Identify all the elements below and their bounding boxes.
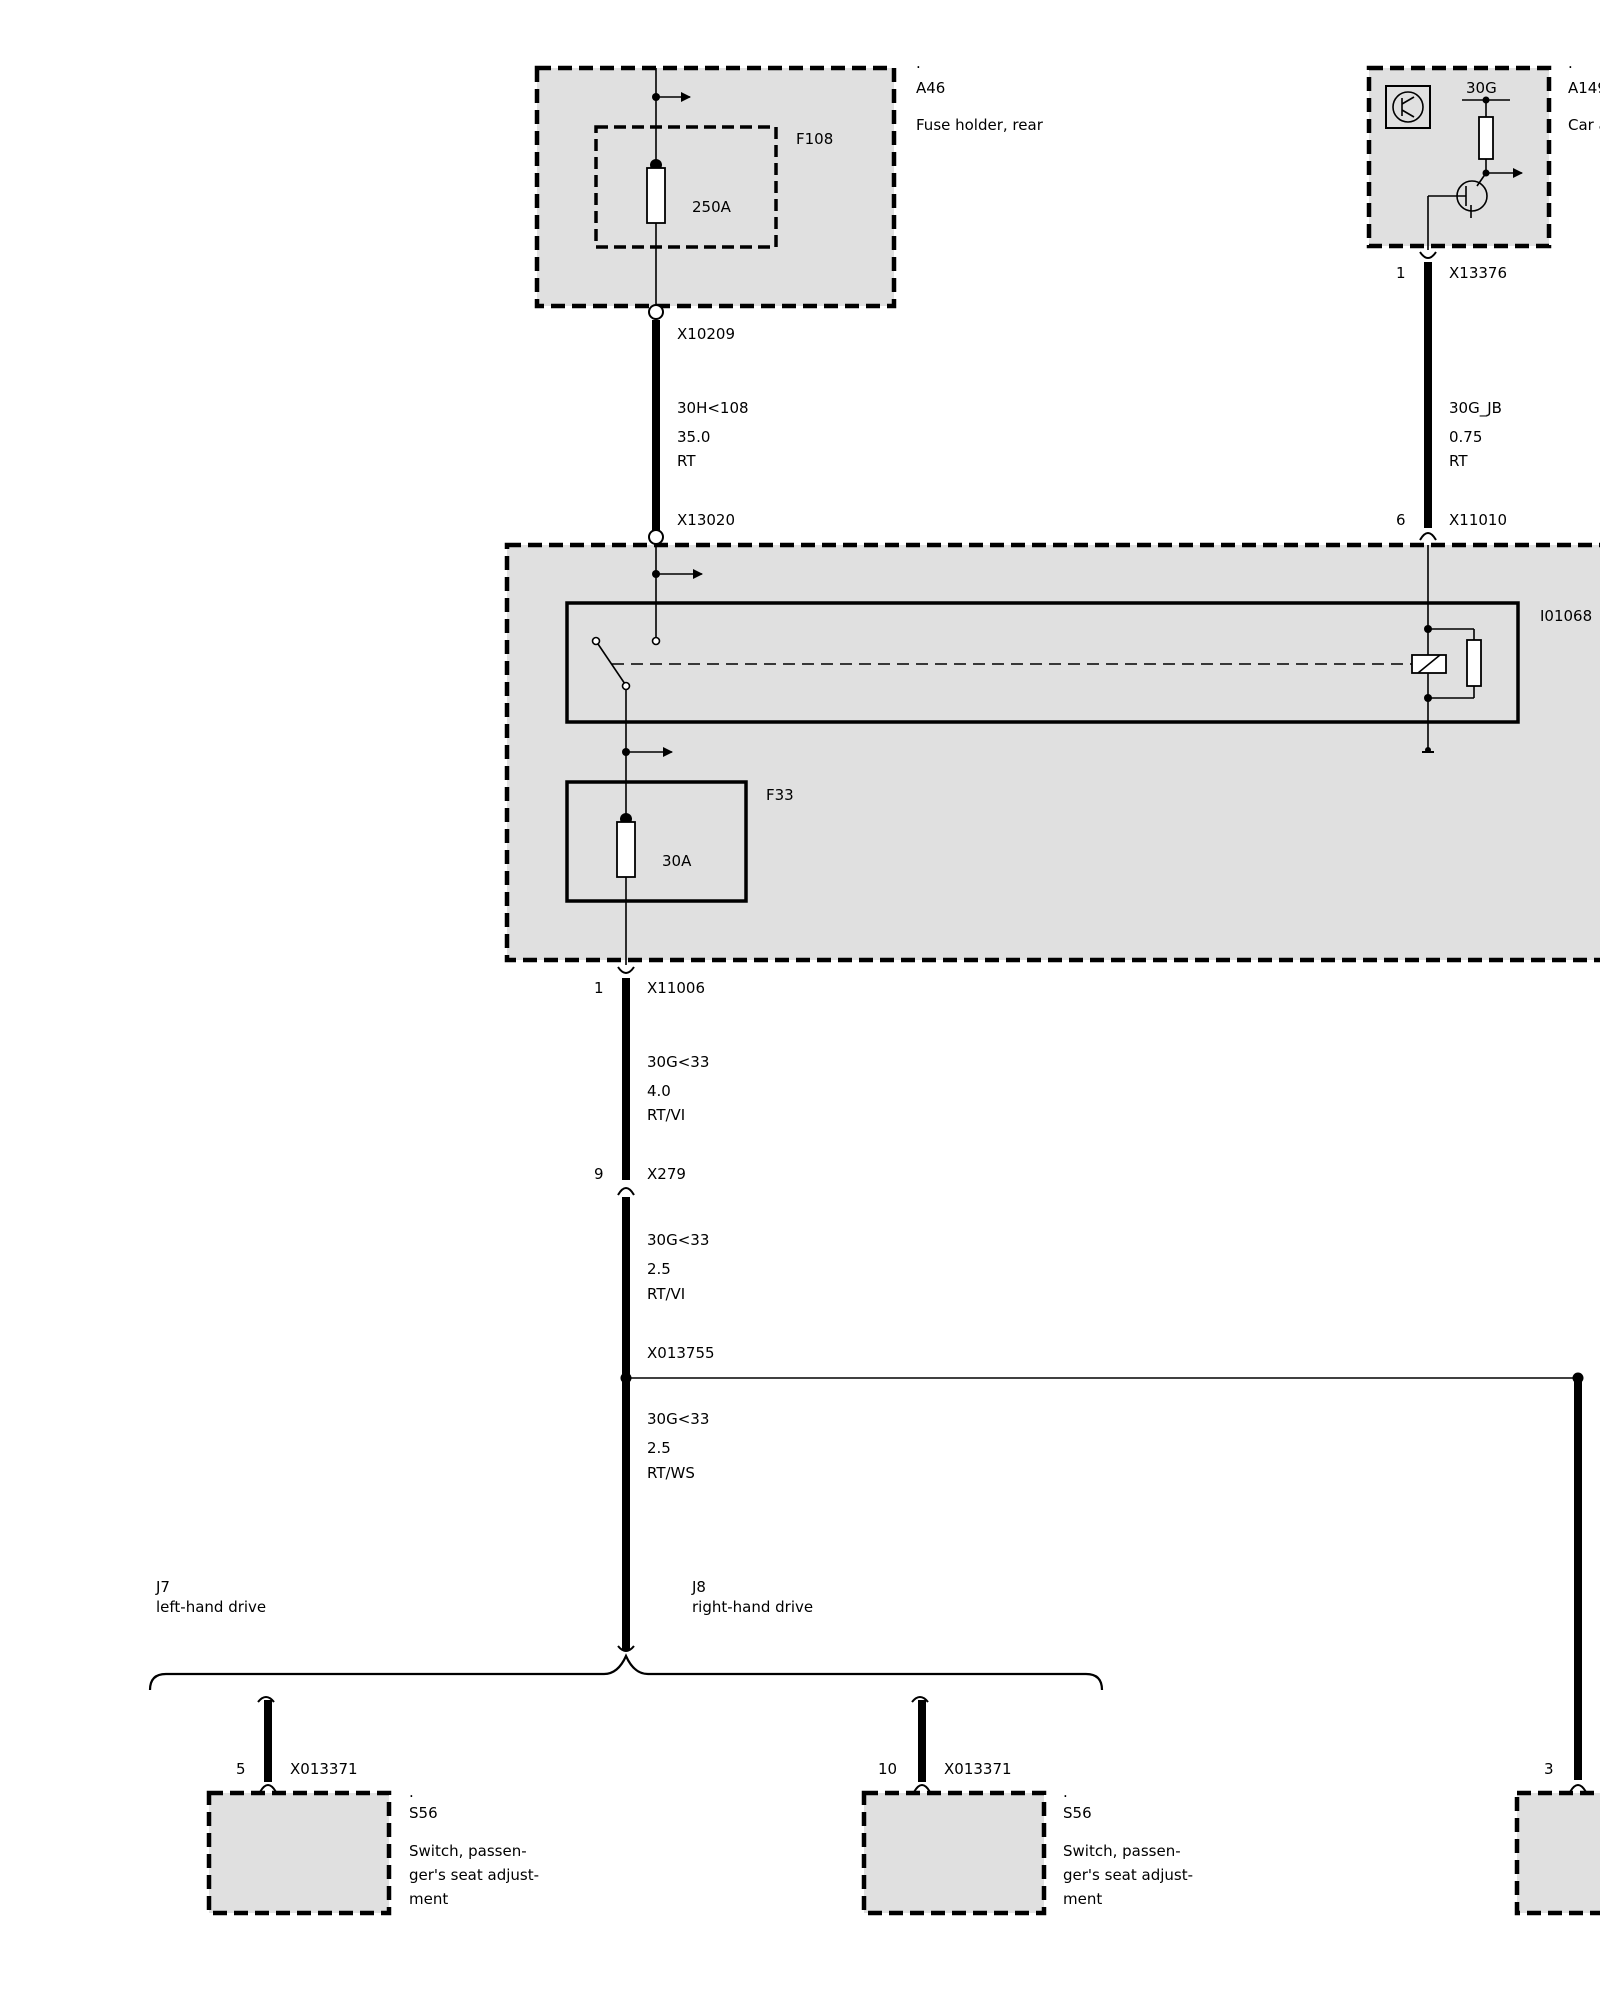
fuse-f33-box[interactable] (565, 780, 748, 903)
fuse-holder-a46[interactable] (534, 65, 897, 320)
a149-name: Car a (1568, 116, 1600, 134)
w-30g-jb-size: 0.75 (1449, 428, 1482, 446)
x013755-label: X013755 (647, 1344, 715, 1362)
variant-bracket (148, 1653, 1104, 1691)
x11006-pin: 1 (594, 979, 604, 997)
a149-dot: . (1568, 54, 1573, 72)
s56-right-name-1: Switch, passen- (1063, 1842, 1181, 1860)
w-30g33-a-signal: 30G<33 (647, 1053, 709, 1071)
s56-left-id: S56 (409, 1804, 438, 1822)
x013371-right-pin: 10 (878, 1760, 897, 1778)
f108-id: F108 (796, 130, 833, 148)
x279-connector-symbol (617, 1187, 635, 1196)
fuse-f108-symbol (646, 167, 666, 224)
w-30h108-color: RT (677, 452, 696, 470)
x013371-left-top-symbol (257, 1696, 275, 1703)
s56-right-dot: . (1063, 1783, 1068, 1801)
w-30g33-b-signal: 30G<33 (647, 1231, 709, 1249)
w-30g33-c-color: RT/WS (647, 1464, 695, 1482)
fuse-f33-symbol (616, 821, 636, 878)
w-30g-jb-color: RT (1449, 452, 1468, 470)
w-30g33-a-color: RT/VI (647, 1106, 685, 1124)
a149-id: A149 (1568, 79, 1600, 97)
right-edge-connector-symbol (1569, 1784, 1587, 1793)
w-30h108-size: 35.0 (677, 428, 710, 446)
x279-pin: 9 (594, 1165, 604, 1183)
x013371-right-symbol (913, 1784, 931, 1793)
x13020-label: X13020 (677, 511, 735, 529)
right-edge-pin: 3 (1544, 1760, 1554, 1778)
control-unit-a149[interactable] (1366, 65, 1552, 250)
x013371-left-label: X013371 (290, 1760, 358, 1778)
x11010-label: X11010 (1449, 511, 1507, 529)
s56-right-id: S56 (1063, 1804, 1092, 1822)
f108-rating: 250A (692, 198, 732, 216)
x11010-connector-symbol (1419, 532, 1437, 541)
w-30g33-a-size: 4.0 (647, 1082, 671, 1100)
w-30g33-c-size: 2.5 (647, 1439, 671, 1457)
s56-left-name-1: Switch, passen- (409, 1842, 527, 1860)
s56-right-name-2: ger's seat adjust- (1063, 1866, 1193, 1884)
f33-id: F33 (766, 786, 794, 804)
variant-split-symbol (617, 1645, 635, 1652)
x13376-label: X13376 (1449, 264, 1507, 282)
relay-i01068-box[interactable] (565, 601, 1520, 724)
w-30g33-b-color: RT/VI (647, 1285, 685, 1303)
right-edge-component[interactable] (1514, 1790, 1600, 1916)
j8-label: right-hand drive (692, 1598, 813, 1616)
x279-label: X279 (647, 1165, 686, 1183)
x013371-left-pin: 5 (236, 1760, 246, 1778)
x013371-right-top-symbol (911, 1696, 929, 1703)
junction-box[interactable] (504, 529, 1600, 965)
switch-s56-right[interactable] (861, 1790, 1047, 1916)
i01068-id: I01068 (1540, 607, 1592, 625)
x11006-connector-symbol (617, 966, 635, 974)
s56-right-name-3: ment (1063, 1890, 1102, 1908)
x10209-label: X10209 (677, 325, 735, 343)
w-30g33-b-size: 2.5 (647, 1260, 671, 1278)
w-30g33-c-signal: 30G<33 (647, 1410, 709, 1428)
j7-id: J7 (155, 1578, 170, 1596)
a46-id: A46 (916, 79, 945, 97)
switch-s56-left[interactable] (206, 1790, 392, 1916)
s56-left-name-2: ger's seat adjust- (409, 1866, 539, 1884)
w-30g-jb-signal: 30G_JB (1449, 399, 1502, 418)
s56-left-name-3: ment (409, 1890, 448, 1908)
x013371-right-label: X013371 (944, 1760, 1012, 1778)
a46-dot: . (916, 54, 921, 72)
j8-id: J8 (691, 1578, 706, 1596)
s56-left-dot: . (409, 1783, 414, 1801)
x11006-label: X11006 (647, 979, 705, 997)
w-30h108-signal: 30H<108 (677, 399, 749, 417)
x13376-pin: 1 (1396, 264, 1406, 282)
x13376-connector-symbol (1419, 251, 1437, 259)
a46-name: Fuse holder, rear (916, 116, 1044, 134)
x013371-left-symbol (259, 1784, 277, 1793)
j7-label: left-hand drive (156, 1598, 266, 1616)
a149-terminal: 30G (1466, 79, 1497, 97)
f33-rating: 30A (662, 852, 692, 870)
x11010-pin: 6 (1396, 511, 1406, 529)
